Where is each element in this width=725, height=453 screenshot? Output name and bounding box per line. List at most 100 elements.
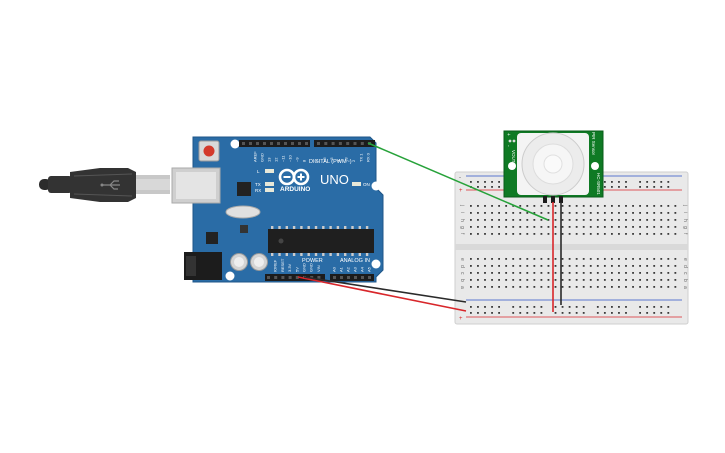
breadboard-hole[interactable]: [674, 226, 677, 228]
breadboard-hole[interactable]: [596, 272, 599, 274]
breadboard-hole[interactable]: [618, 258, 620, 260]
breadboard-hole[interactable]: [618, 286, 620, 288]
breadboard-hole[interactable]: [568, 306, 571, 308]
breadboard-hole[interactable]: [484, 233, 486, 235]
breadboard-hole[interactable]: [498, 312, 500, 314]
breadboard-hole[interactable]: [667, 212, 670, 214]
breadboard-hole[interactable]: [512, 258, 515, 260]
breadboard-hole[interactable]: [639, 306, 641, 308]
breadboard-hole[interactable]: [505, 205, 508, 207]
breadboard-hole[interactable]: [618, 312, 620, 314]
breadboard-hole[interactable]: [596, 226, 599, 228]
breadboard-hole[interactable]: [568, 286, 571, 288]
breadboard-hole[interactable]: [603, 181, 606, 183]
breadboard-hole[interactable]: [575, 212, 578, 214]
breadboard-hole[interactable]: [667, 186, 670, 188]
breadboard-hole[interactable]: [667, 279, 670, 281]
breadboard-hole[interactable]: [618, 205, 620, 207]
header-pin[interactable]: [267, 276, 270, 279]
breadboard-hole[interactable]: [526, 233, 529, 235]
breadboard-hole[interactable]: [526, 312, 529, 314]
breadboard-hole[interactable]: [498, 279, 500, 281]
breadboard-hole[interactable]: [477, 181, 479, 183]
breadboard-hole[interactable]: [477, 265, 479, 267]
breadboard-hole[interactable]: [477, 186, 479, 188]
breadboard-hole[interactable]: [498, 258, 500, 260]
breadboard-hole[interactable]: [526, 212, 529, 214]
breadboard-hole[interactable]: [667, 233, 670, 235]
breadboard-hole[interactable]: [512, 226, 515, 228]
breadboard-hole[interactable]: [653, 186, 656, 188]
breadboard-hole[interactable]: [484, 226, 486, 228]
breadboard-hole[interactable]: [596, 265, 599, 267]
breadboard-hole[interactable]: [477, 212, 479, 214]
breadboard-hole[interactable]: [618, 186, 620, 188]
header-pin[interactable]: [347, 276, 350, 279]
breadboard-hole[interactable]: [519, 258, 522, 260]
breadboard-hole[interactable]: [660, 205, 663, 207]
breadboard-hole[interactable]: [603, 306, 606, 308]
breadboard-hole[interactable]: [526, 306, 529, 308]
breadboard-hole[interactable]: [660, 226, 663, 228]
breadboard-hole[interactable]: [575, 226, 578, 228]
breadboard-hole[interactable]: [639, 181, 641, 183]
breadboard-hole[interactable]: [582, 286, 585, 288]
breadboard-hole[interactable]: [540, 226, 543, 228]
breadboard-hole[interactable]: [533, 279, 536, 281]
breadboard-hole[interactable]: [618, 219, 620, 221]
breadboard-hole[interactable]: [603, 312, 606, 314]
breadboard-hole[interactable]: [568, 219, 571, 221]
header-pin[interactable]: [317, 142, 320, 145]
breadboard-hole[interactable]: [582, 279, 585, 281]
breadboard-hole[interactable]: [674, 219, 677, 221]
breadboard-hole[interactable]: [575, 233, 578, 235]
usb-cable[interactable]: [39, 168, 170, 202]
breadboard-hole[interactable]: [533, 226, 536, 228]
breadboard-hole[interactable]: [603, 186, 606, 188]
breadboard-hole[interactable]: [611, 286, 613, 288]
breadboard-hole[interactable]: [575, 219, 578, 221]
breadboard-hole[interactable]: [568, 272, 571, 274]
breadboard-hole[interactable]: [526, 258, 529, 260]
breadboard-hole[interactable]: [512, 233, 515, 235]
pir-pin-gnd[interactable]: [559, 196, 563, 203]
breadboard-hole[interactable]: [561, 306, 564, 308]
breadboard-hole[interactable]: [639, 219, 641, 221]
breadboard-hole[interactable]: [611, 181, 613, 183]
header-pin[interactable]: [256, 142, 259, 145]
breadboard-hole[interactable]: [505, 212, 508, 214]
breadboard-hole[interactable]: [618, 226, 620, 228]
header-pin[interactable]: [368, 276, 371, 279]
breadboard-hole[interactable]: [582, 258, 585, 260]
breadboard-hole[interactable]: [639, 265, 641, 267]
breadboard-hole[interactable]: [653, 279, 656, 281]
breadboard-hole[interactable]: [505, 258, 508, 260]
breadboard-hole[interactable]: [533, 233, 536, 235]
breadboard-hole[interactable]: [674, 233, 677, 235]
breadboard-hole[interactable]: [639, 212, 641, 214]
breadboard-hole[interactable]: [667, 265, 670, 267]
breadboard-hole[interactable]: [653, 272, 656, 274]
breadboard-hole[interactable]: [547, 212, 550, 214]
wire-5v-red[interactable]: [297, 276, 467, 312]
breadboard-hole[interactable]: [547, 219, 550, 221]
header-pin[interactable]: [288, 276, 292, 279]
breadboard-hole[interactable]: [632, 233, 634, 235]
breadboard-hole[interactable]: [533, 212, 536, 214]
breadboard-hole[interactable]: [561, 226, 564, 228]
breadboard-hole[interactable]: [575, 258, 578, 260]
breadboard-hole[interactable]: [540, 205, 543, 207]
breadboard-hole[interactable]: [603, 286, 606, 288]
breadboard-hole[interactable]: [660, 312, 663, 314]
breadboard-hole[interactable]: [568, 233, 571, 235]
breadboard-hole[interactable]: [632, 286, 634, 288]
breadboard-hole[interactable]: [547, 226, 550, 228]
breadboard-hole[interactable]: [512, 312, 515, 314]
breadboard-hole[interactable]: [596, 233, 599, 235]
breadboard-hole[interactable]: [491, 272, 493, 274]
breadboard-hole[interactable]: [667, 226, 670, 228]
breadboard-hole[interactable]: [603, 205, 606, 207]
breadboard-hole[interactable]: [540, 286, 543, 288]
breadboard-hole[interactable]: [674, 272, 677, 274]
breadboard-hole[interactable]: [618, 233, 620, 235]
